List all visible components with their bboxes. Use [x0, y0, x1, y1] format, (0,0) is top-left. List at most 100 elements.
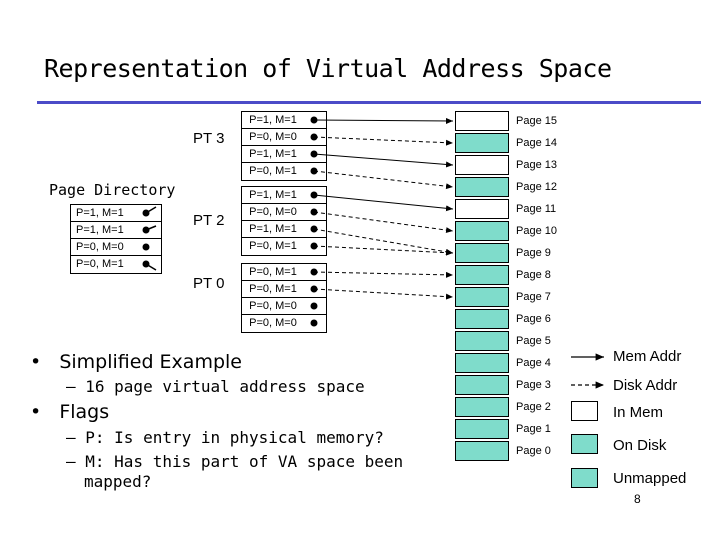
pt-pointer-dots [310, 116, 318, 327]
page-label: Page 10 [516, 225, 557, 237]
page-label: Page 9 [516, 247, 551, 259]
pd-entry: P=0, M=0 [71, 239, 161, 256]
pt-entry-text: P=1, M=1 [249, 189, 297, 201]
page-13-box [455, 155, 509, 175]
pt2-label: PT 2 [193, 212, 225, 229]
pt-entry: P=0, M=0 [242, 315, 326, 332]
pt-entry: P=0, M=0 [242, 129, 326, 146]
pd-entry-text: P=0, M=0 [76, 241, 124, 253]
page-12-box [455, 177, 509, 197]
pt-entry-text: P=1, M=1 [249, 148, 297, 160]
slide-number: 8 [634, 492, 641, 506]
page-14-box [455, 133, 509, 153]
pt-entry-text: P=1, M=1 [249, 223, 297, 235]
page-15-box [455, 111, 509, 131]
page-6-box [455, 309, 509, 329]
pt-entry: P=1, M=1 [242, 187, 326, 204]
pt3-label: PT 3 [193, 130, 225, 147]
page-label: Page 3 [516, 379, 551, 391]
pd-entry-text: P=1, M=1 [76, 224, 124, 236]
bullet-sub-16-pages: – 16 page virtual address space [66, 377, 365, 396]
pt-entry-text: P=0, M=0 [249, 317, 297, 329]
bullet-text: P: Is entry in physical memory? [85, 428, 384, 447]
pt-entry: P=0, M=0 [242, 298, 326, 315]
pt-entry: P=1, M=1 [242, 112, 326, 129]
slide-title: Representation of Virtual Address Space [44, 54, 612, 83]
page-label: Page 4 [516, 357, 551, 369]
bullet-sub-m-flag-cont: mapped? [84, 472, 152, 491]
page-directory-label: Page Directory [49, 181, 176, 199]
bullet-flags: • Flags [30, 401, 110, 423]
page-7-box [455, 287, 509, 307]
page-label: Page 13 [516, 159, 557, 171]
pd-entry-text: P=1, M=1 [76, 207, 124, 219]
bullet-sub-p-flag: – P: Is entry in physical memory? [66, 428, 384, 447]
page-2-box [455, 397, 509, 417]
pd-entry-text: P=0, M=1 [76, 258, 124, 270]
page-1-box [455, 419, 509, 439]
pt2-table: P=1, M=1 P=0, M=0 P=1, M=1 P=0, M=1 [241, 186, 327, 256]
legend-on-disk: On Disk [613, 437, 667, 454]
pt-entry-text: P=0, M=1 [249, 283, 297, 295]
bullet-text: 16 page virtual address space [85, 377, 365, 396]
page-5-box [455, 331, 509, 351]
pt-entry-text: P=0, M=0 [249, 300, 297, 312]
legend-unmapped-box [571, 468, 598, 488]
page-label: Page 14 [516, 137, 557, 149]
pt-entry-text: P=1, M=1 [249, 114, 297, 126]
page-9-box [455, 243, 509, 263]
legend-in-mem-box [571, 401, 598, 421]
page-label: Page 0 [516, 445, 551, 457]
page-label: Page 15 [516, 115, 557, 127]
legend-arrows [571, 353, 604, 389]
pt0-table: P=0, M=1 P=0, M=1 P=0, M=0 P=0, M=0 [241, 263, 327, 333]
page-label: Page 2 [516, 401, 551, 413]
page-label: Page 12 [516, 181, 557, 193]
pt-entry: P=1, M=1 [242, 221, 326, 238]
pt3-table: P=1, M=1 P=0, M=0 P=1, M=1 P=0, M=1 [241, 111, 327, 181]
pt3-arrows [313, 117, 454, 190]
title-rule [37, 101, 701, 104]
bullet-text: Flags [59, 401, 110, 423]
page-4-box [455, 353, 509, 373]
page-11-box [455, 199, 509, 219]
page-3-box [455, 375, 509, 395]
page-label: Page 11 [516, 203, 557, 215]
page-label: Page 1 [516, 423, 551, 435]
pd-entry: P=0, M=1 [71, 256, 161, 273]
legend-unmapped: Unmapped [613, 470, 687, 487]
legend-mem-addr: Mem Addr [613, 348, 682, 365]
page-label: Page 8 [516, 269, 551, 281]
legend-in-mem: In Mem [613, 404, 664, 421]
page-8-box [455, 265, 509, 285]
pt-entry-text: P=0, M=0 [249, 131, 297, 143]
page-label: Page 5 [516, 335, 551, 347]
bullet-text: Simplified Example [59, 351, 242, 373]
pt-entry: P=0, M=1 [242, 238, 326, 255]
bullet-sub-m-flag: – M: Has this part of VA space been [66, 452, 404, 471]
pt0-label: PT 0 [193, 275, 225, 292]
page-directory-table: P=1, M=1 P=1, M=1 P=0, M=0 P=0, M=1 [70, 204, 162, 274]
pt-entry: P=1, M=1 [242, 146, 326, 163]
pt-entry-text: P=0, M=1 [249, 240, 297, 252]
pd-entry: P=1, M=1 [71, 222, 161, 239]
page-label: Page 6 [516, 313, 551, 325]
pd-entry: P=1, M=1 [71, 205, 161, 222]
pt-entry: P=0, M=1 [242, 281, 326, 298]
bullet-simplified-example: • Simplified Example [30, 351, 242, 373]
pt-entry: P=0, M=1 [242, 264, 326, 281]
pt-entry-text: P=0, M=0 [249, 206, 297, 218]
page-0-box [455, 441, 509, 461]
legend-on-disk-box [571, 434, 598, 454]
pt-entry: P=0, M=1 [242, 163, 326, 180]
page-label: Page 7 [516, 291, 551, 303]
pt2-arrows [313, 194, 454, 256]
page-10-box [455, 221, 509, 241]
legend-disk-addr: Disk Addr [613, 377, 678, 394]
pt-entry: P=0, M=0 [242, 204, 326, 221]
pt-entry-text: P=0, M=1 [249, 266, 297, 278]
pt0-arrows [313, 271, 454, 300]
bullet-text: M: Has this part of VA space been [85, 452, 404, 471]
pt-entry-text: P=0, M=1 [249, 165, 297, 177]
